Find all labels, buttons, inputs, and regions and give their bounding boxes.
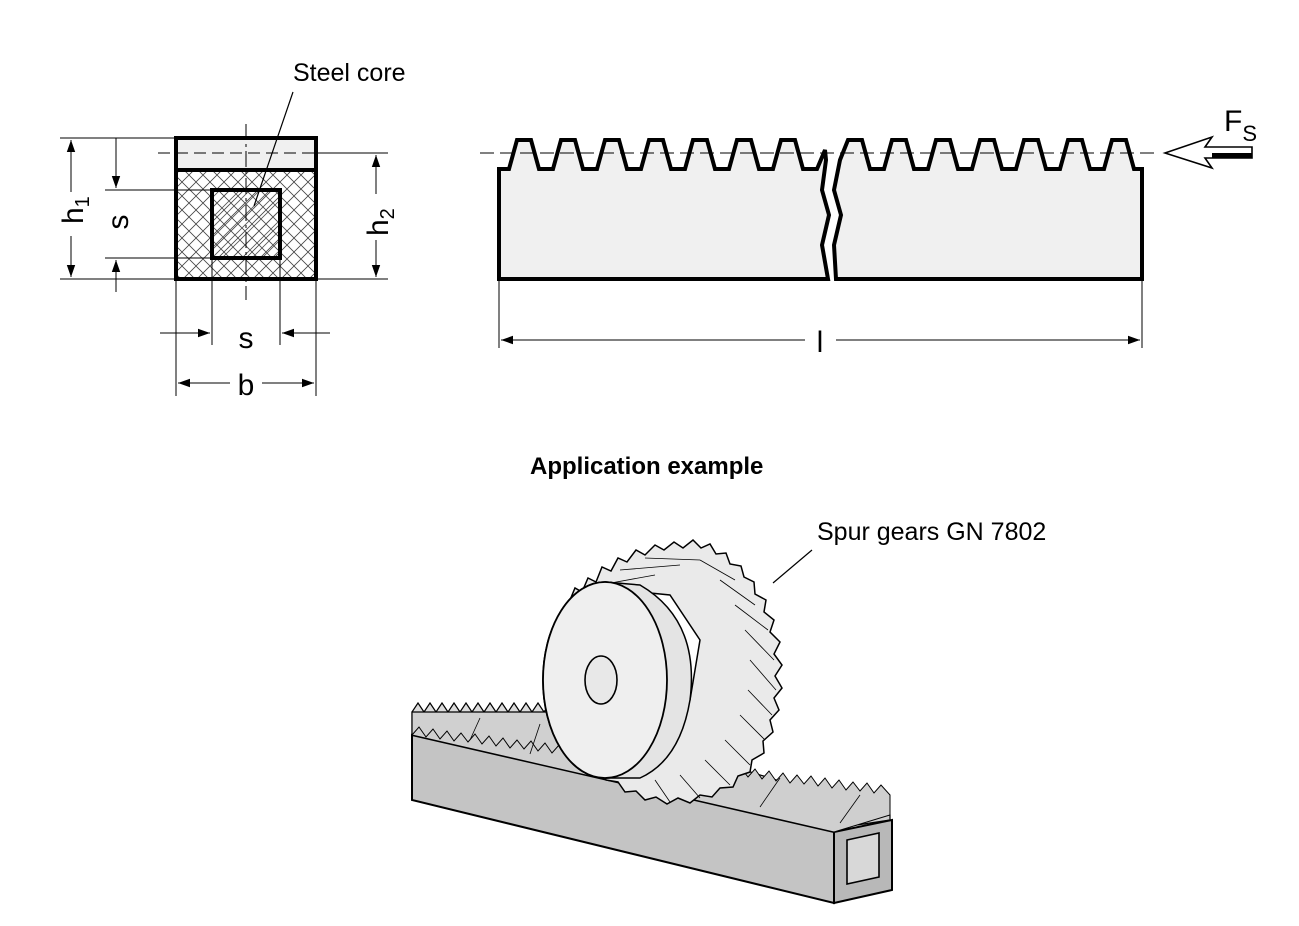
application-illustration: Spur gears GN 7802 xyxy=(411,518,1046,905)
gear-teeth-outline xyxy=(568,538,783,805)
force-label: FS xyxy=(1224,105,1257,146)
rack-side-view: l FS xyxy=(480,105,1257,359)
extension-lines xyxy=(60,137,388,396)
gear-callout-leader xyxy=(772,549,813,584)
steel-core-label: Steel core xyxy=(293,59,406,87)
rack-body-right xyxy=(831,138,1144,281)
dim-h2-label: h2 xyxy=(362,208,399,236)
gear-tooth-lines xyxy=(599,557,777,803)
core-callout-leader xyxy=(253,91,294,207)
dim-h1-label: h1 xyxy=(57,196,94,224)
application-title: Application example xyxy=(530,453,763,480)
dim-s-vertical-label: s xyxy=(102,215,135,230)
dim-s-horizontal-label: s xyxy=(239,322,254,355)
gear-bore xyxy=(584,655,618,705)
cross-section-view: h1 s h2 s b Steel core xyxy=(57,59,406,402)
dim-b-label: b xyxy=(238,369,255,402)
dim-l-label: l xyxy=(817,326,824,359)
gear-callout-label: Spur gears GN 7802 xyxy=(817,518,1046,546)
force-arrow xyxy=(1162,135,1253,170)
rack-body-left xyxy=(497,138,832,281)
rack-end-core xyxy=(846,832,880,885)
